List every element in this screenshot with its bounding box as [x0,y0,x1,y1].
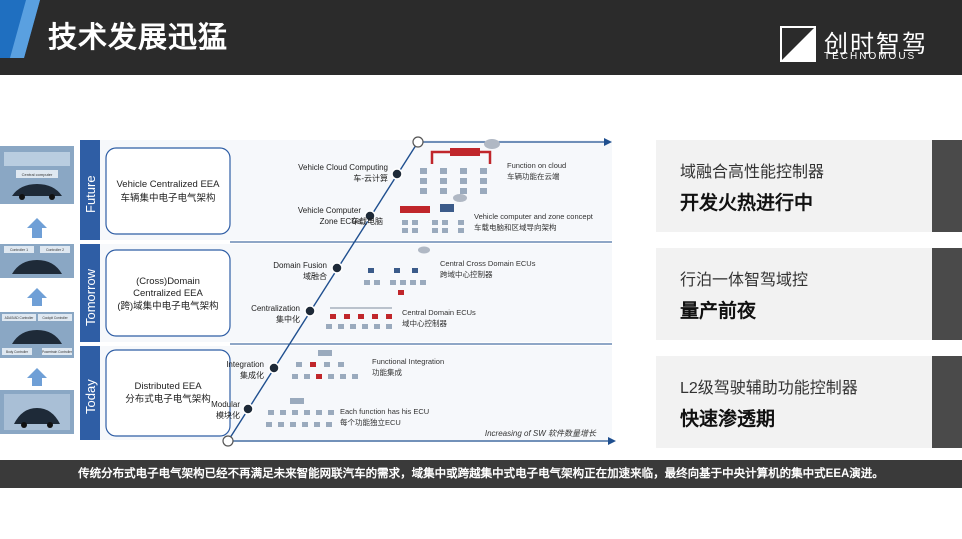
ecu-diagram-domain-fusion [364,246,430,295]
stage-desc-vc-en: Vehicle computer and zone concept [474,212,594,221]
thumb-label-controller-2: Controller 2 [46,248,64,252]
architecture-label-future-en: Vehicle Centralized EEA [117,179,221,190]
architecture-label-tomorrow-en-1: (Cross)Domain [136,276,200,287]
page-title: 技术发展迅猛 [48,22,229,54]
stage-label-domain-fusion-en: Domain Fusion [273,261,327,270]
thumb-label-cockpit-controller: Cockpit Controller [42,316,68,320]
logo-name-cn: 创时智驾 [824,31,928,58]
bottom-caption: 传统分布式电子电气架构已经不再满足未来智能网联汽车的需求，域集中或跨越集中式电子… [0,460,962,488]
architecture-label-tomorrow-cn: (跨)域集中电子电气架构 [117,300,218,312]
ecu-diagram-cloud [420,139,500,194]
era-band-today [80,346,100,440]
arrow-up-icon [27,218,47,238]
ecu-diagram-vehicle-computer [400,194,467,233]
card-headline: 开发火热进行中 [680,193,814,214]
header-stripe-decoration [0,0,40,58]
stage-desc-cloud-cn: 车辆功能在云端 [507,171,560,181]
stage-desc-centralization-en: Central Domain ECUs [402,308,476,317]
stage-label-centralization-cn: 集中化 [276,314,300,324]
stage-desc-integration-cn: 功能集成 [372,367,402,377]
architecture-label-future-cn: 车辆集中电子电气架构 [120,192,215,204]
era-label-tomorrow: Tomorrow [83,268,98,326]
card-accent-bar [932,248,962,340]
thumb-label-central-computer: Central computer [22,172,53,177]
stage-label-vc-en-2: Zone ECUs [320,217,361,226]
car-thumbnail-tomorrow-1: Controller 1 Controller 2 [0,244,74,278]
stage-node-cloud [391,168,403,180]
ecu-diagram-centralization [326,307,392,329]
stage-node-integration [268,362,280,374]
ecu-diagram-integration [292,350,358,379]
car-thumbnail-tomorrow-2: ADAS/AD Controller Cockpit Controller Bo… [0,312,74,358]
arrow-up-icon [27,288,47,306]
stage-node-vehicle-computer [364,210,376,222]
logo-mark-icon [780,26,816,62]
stage-label-integration-en: Integration [226,360,264,369]
header-bar: 技术发展迅猛 创时智驾 TECHNOMOUS [0,0,962,75]
arrow-up-icon [27,368,47,386]
thumb-label-adas-controller: ADAS/AD Controller [5,316,35,320]
stage-label-modular-cn: 模块化 [216,410,240,420]
stage-label-vc-en-1: Vehicle Computer [298,206,361,215]
stage-desc-modular-en: Each function has his ECU [340,407,429,416]
architecture-label-today-en: Distributed EEA [134,381,202,392]
card-subtitle: L2级驾驶辅助功能控制器 [680,380,858,397]
architecture-label-today-cn: 分布式电子电气架构 [125,393,211,405]
stage-label-cloud-en: Vehicle Cloud Computing [298,163,388,172]
evolution-line [227,141,419,442]
axis-label-sw-growth: Increasing of SW 软件数量增长 [485,429,597,438]
car-thumbnail-today [0,390,74,434]
card-headline: 量产前夜 [680,301,757,322]
stage-desc-domain-fusion-en: Central Cross Domain ECUs [440,259,536,268]
stage-label-cloud-cn: 车-云计算 [353,173,388,183]
card-accent-bar [932,356,962,448]
stage-label-modular-en: Modular [211,400,240,409]
era-label-future: Future [83,175,98,213]
card-l2-adas-controller: L2级驾驶辅助功能控制器 快速渗透期 [656,356,962,448]
stage-desc-cloud-en: Function on cloud [507,161,566,170]
card-accent-bar [932,140,962,232]
stage-desc-modular-cn: 每个功能独立ECU [340,417,401,427]
era-band-future [80,140,100,240]
stage-label-centralization-en: Centralization [251,304,300,313]
card-subtitle: 域融合高性能控制器 [680,164,825,181]
stage-node-centralization [304,305,316,317]
stage-node-modular [242,403,254,415]
stage-desc-domain-fusion-cn: 跨域中心控制器 [440,269,493,279]
logo-name-en: TECHNOMOUS [824,51,917,62]
era-band-tomorrow [80,244,100,342]
architecture-box-future [105,147,231,235]
company-logo: 创时智驾 TECHNOMOUS [780,22,940,68]
eea-evolution-diagram: Central computer Controller 1 Controller… [0,128,618,448]
architecture-box-today [105,349,231,437]
car-thumbnail-future: Central computer [0,146,74,204]
ecu-diagram-modular [266,398,334,427]
thumb-label-powertrain-controller: Powertrain Controller [42,350,73,354]
stage-desc-integration-en: Functional Integration [372,357,444,366]
stage-label-vc-cn: 车载电脑 [351,216,383,226]
card-headline: 快速渗透期 [680,409,776,430]
thumb-label-body-controller: Body Controller [6,350,29,354]
card-subtitle: 行泊一体智驾域控 [680,272,809,289]
stage-desc-centralization-cn: 域中心控制器 [402,318,447,328]
thumb-label-controller-1: Controller 1 [10,248,28,252]
card-parking-driving-controller: 行泊一体智驾域控 量产前夜 [656,248,962,340]
card-domain-fusion-controller: 域融合高性能控制器 开发火热进行中 [656,140,962,232]
eea-diagram-svg: Central computer Controller 1 Controller… [0,136,616,447]
architecture-label-tomorrow-en-2: Centralized EEA [133,288,203,299]
era-label-today: Today [83,379,98,414]
stage-desc-vc-cn: 车载电脑和区域导向架构 [474,222,557,232]
stage-label-integration-cn: 集成化 [240,370,264,380]
stage-node-domain-fusion [331,262,343,274]
stage-label-domain-fusion-cn: 域融合 [303,271,327,281]
architecture-box-tomorrow [105,249,231,337]
